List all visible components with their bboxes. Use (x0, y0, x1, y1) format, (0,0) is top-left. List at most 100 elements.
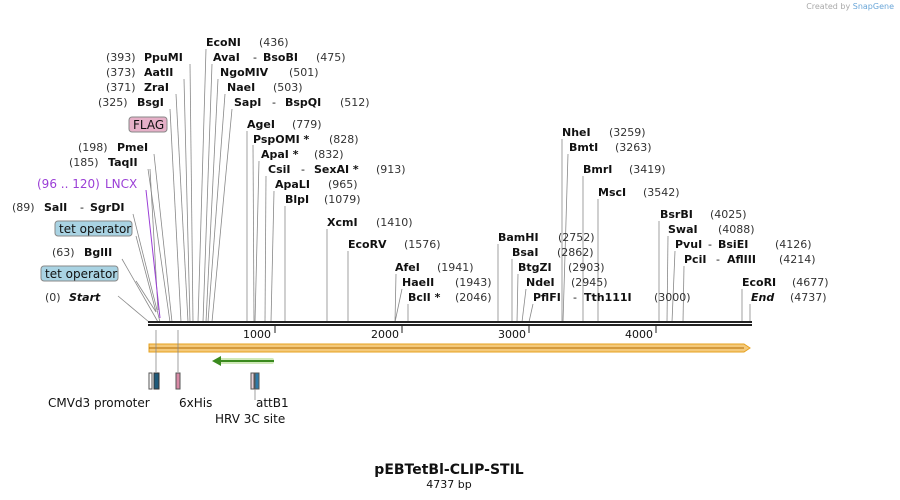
site-pos: (436) (259, 36, 289, 49)
site-name[interactable]: BmrI (583, 163, 612, 176)
site-name[interactable]: XcmI (327, 216, 358, 229)
site-name[interactable]: BsaI (512, 246, 538, 259)
his-tag-mark[interactable] (175, 372, 181, 390)
tet-operator-box-2[interactable] (40, 265, 119, 282)
site-name[interactable]: Start (69, 291, 101, 304)
flag-box[interactable] (128, 116, 168, 133)
site-name[interactable]: PciI (684, 253, 706, 266)
site-dash: - (573, 291, 577, 304)
site-name[interactable]: ApaLI (275, 178, 310, 191)
site-name[interactable]: PpuMI (144, 51, 183, 64)
site-dash: - (708, 238, 712, 251)
site-pos: (4737) (790, 291, 827, 304)
site-pos: (2752) (558, 231, 595, 244)
site-name[interactable]: BmtI (569, 141, 598, 154)
site-pos: (2903) (568, 261, 605, 274)
site-alt[interactable]: SexAI * (314, 163, 359, 176)
leader-lines (117, 48, 751, 323)
site-pos: (512) (340, 96, 370, 109)
site-name[interactable]: BtgZI (518, 261, 552, 274)
backbone-bottom-strand (148, 324, 752, 326)
site-name[interactable]: AatII (144, 66, 173, 79)
site-name[interactable]: BamHI (498, 231, 539, 244)
plasmid-length: 4737 bp (426, 478, 471, 491)
site-pos: (4025) (710, 208, 747, 221)
site-pos: (475) (316, 51, 346, 64)
site-name[interactable]: PmeI (117, 141, 148, 154)
site-alt[interactable]: BsiEI (718, 238, 748, 251)
site-pos: (373) (106, 66, 136, 79)
site-name[interactable]: BsrBI (660, 208, 693, 221)
site-alt[interactable]: BsoBI (263, 51, 298, 64)
tet-operator-label-1: tet operator (59, 222, 131, 236)
his-label: 6xHis (179, 396, 212, 410)
site-dash: - (301, 163, 305, 176)
site-name[interactable]: EcoRI (742, 276, 776, 289)
site-pos: (1079) (324, 193, 361, 206)
site-name[interactable]: NaeI (227, 81, 255, 94)
site-name[interactable]: AgeI (247, 118, 275, 131)
tick-label-2000: 2000 (371, 328, 399, 341)
site-name[interactable]: HaeII (402, 276, 434, 289)
site-name[interactable]: AfeI (395, 261, 420, 274)
tick-label-1000: 1000 (243, 328, 271, 341)
tet-operator-mark[interactable] (153, 372, 160, 390)
tet-operator-box-1[interactable] (54, 220, 133, 237)
site-name[interactable]: BlpI (285, 193, 309, 206)
site-pos: (0) (45, 291, 61, 304)
site-pos: (4126) (775, 238, 812, 251)
backbone-top-strand (148, 321, 752, 323)
site-name[interactable]: TaqII (108, 156, 138, 169)
site-name[interactable]: EcoRV (348, 238, 387, 251)
attb1-mark[interactable] (254, 372, 260, 390)
site-name[interactable]: PflFI (533, 291, 561, 304)
site-name[interactable]: PvuI (675, 238, 702, 251)
site-name[interactable]: SalI (44, 201, 67, 214)
site-name[interactable]: NdeI (526, 276, 555, 289)
site-alt[interactable]: Tth111I (584, 291, 632, 304)
site-dash: - (272, 96, 276, 109)
credit-brand: SnapGene (852, 2, 894, 11)
site-alt[interactable]: BspQI (285, 96, 321, 109)
cmv-promoter-mark[interactable] (148, 372, 153, 390)
attb1-label: attB1 (256, 396, 289, 410)
site-alt[interactable]: AflIII (727, 253, 756, 266)
site-pos: (3259) (609, 126, 646, 139)
site-name[interactable]: AvaI (213, 51, 240, 64)
plasmid-name: pEBTetBl-CLIP-STIL (374, 462, 523, 478)
site-pos: (779) (292, 118, 322, 131)
site-name[interactable]: NgoMIV (220, 66, 269, 79)
site-pos: (2945) (571, 276, 608, 289)
site-pos: (828) (329, 133, 359, 146)
site-pos: (503) (273, 81, 303, 94)
site-pos: (185) (69, 156, 99, 169)
site-pos: (3542) (643, 186, 680, 199)
site-name[interactable]: CsiI (268, 163, 290, 176)
site-name[interactable]: PspOMI * (253, 133, 310, 146)
lncx-range: (96 .. 120) (37, 177, 100, 191)
site-pos: (63) (52, 246, 75, 259)
site-name[interactable]: EcoNI (206, 36, 241, 49)
site-alt[interactable]: SgrDI (90, 201, 124, 214)
site-dash: - (716, 253, 720, 266)
site-pos: (393) (106, 51, 136, 64)
site-name[interactable]: BglII (84, 246, 112, 259)
cmv-promoter-label: CMVd3 promoter (48, 396, 150, 410)
lncx-leader (145, 189, 161, 319)
site-name[interactable]: BsgI (137, 96, 164, 109)
site-pos: (4088) (718, 223, 755, 236)
hrv-site-mark[interactable] (250, 372, 255, 390)
site-name[interactable]: SwaI (668, 223, 698, 236)
site-pos: (965) (328, 178, 358, 191)
green-arrow-head-icon (212, 356, 221, 366)
site-pos: (4214) (779, 253, 816, 266)
site-name[interactable]: ApaI * (261, 148, 299, 161)
site-name[interactable]: NheI (562, 126, 591, 139)
site-name[interactable]: ZraI (144, 81, 169, 94)
site-name[interactable]: SapI (234, 96, 261, 109)
site-name[interactable]: MscI (598, 186, 626, 199)
site-name[interactable]: BclI * (408, 291, 441, 304)
site-name[interactable]: End (751, 291, 774, 304)
site-dash: - (80, 201, 84, 214)
site-pos: (1410) (376, 216, 413, 229)
